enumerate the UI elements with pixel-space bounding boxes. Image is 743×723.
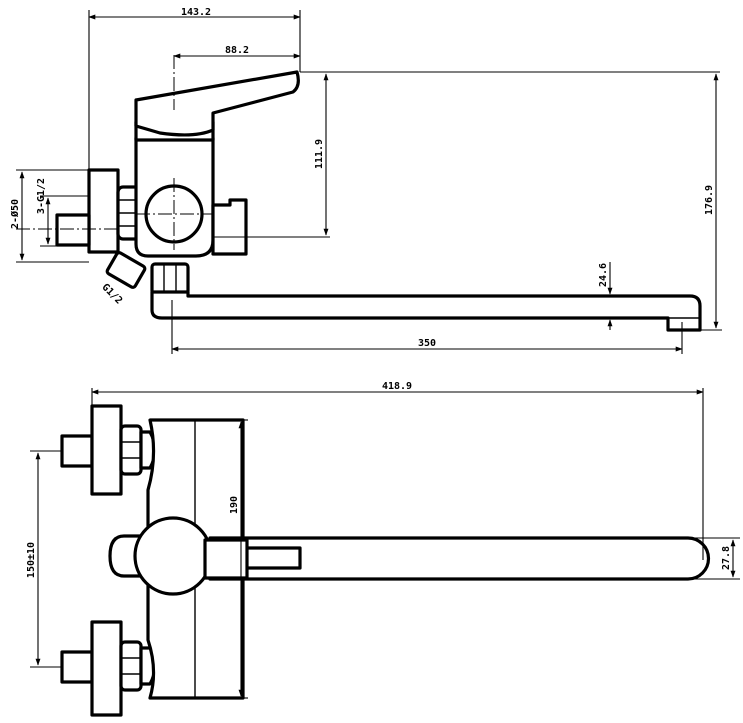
dim-350: 350	[418, 338, 436, 349]
side-spout	[150, 290, 702, 332]
dim-24-6: 24.6	[598, 263, 609, 287]
top-inlet-pipe-lower	[60, 650, 94, 684]
dim-27-8: 27.8	[721, 546, 732, 570]
dim-88-2: 88.2	[225, 45, 249, 56]
top-inlet-pipe-upper	[60, 434, 94, 468]
top-flange-lower	[90, 620, 123, 717]
side-spout-nut	[150, 262, 190, 296]
dim-190: 190	[229, 496, 240, 514]
dim-418-9: 418.9	[382, 381, 412, 392]
dim-150-10: 150±10	[26, 542, 37, 578]
side-view: 143.2 88.2 111.9 176.9 3-G1/2 2-Ø50 G1/2…	[9, 7, 722, 354]
label-g1-2: G1/2	[99, 282, 124, 307]
top-view: 418.9 190 150±10 27.8	[26, 381, 740, 717]
side-wall-flange	[87, 168, 120, 254]
side-lever-handle	[134, 70, 300, 137]
dim-176-9: 176.9	[704, 185, 715, 215]
dim-2-dia-50: 2-Ø50	[9, 199, 21, 229]
dim-143-2: 143.2	[181, 7, 211, 18]
top-flange-upper	[90, 404, 123, 496]
side-lower-connector	[105, 251, 147, 289]
dim-3-g1-2: 3-G1/2	[36, 178, 47, 214]
top-hex-nut-upper	[119, 424, 143, 476]
top-hex-nut-lower	[119, 640, 143, 692]
side-inlet-pipe	[55, 213, 91, 247]
side-shower-outlet	[211, 198, 248, 256]
top-cartridge	[133, 516, 213, 596]
dim-111-9: 111.9	[314, 139, 325, 169]
